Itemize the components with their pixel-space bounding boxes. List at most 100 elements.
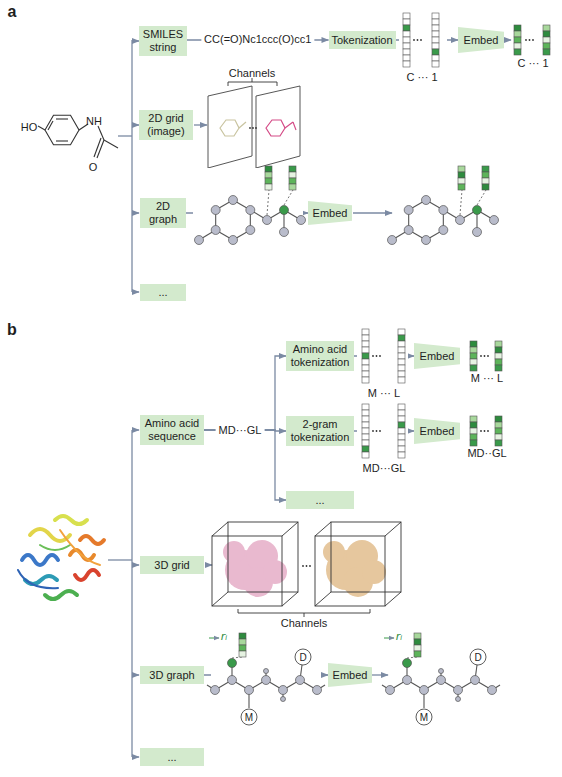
process-box: 2D grid (image) [139,110,193,140]
molecule-drawing [38,115,118,158]
vector-cell [362,416,369,422]
vector-cell [514,31,521,37]
atom-node [229,196,238,205]
annotation-label: C ··· 1 [406,71,437,83]
vector-cell [432,25,439,31]
vector-cell [398,428,405,434]
vector-cell [398,335,405,341]
atom-node [280,228,289,237]
edge-label: CC(=O)Nc1ccc(O)cc1 [201,33,314,46]
vector-arrow [209,638,219,639]
vector-cell [482,166,489,172]
node-text: 2D graph [142,200,184,225]
mask-rect [399,8,447,74]
embed-trapezoid: Embed [328,663,372,687]
vector-cell [362,329,369,335]
node-text: Amino acid tokenization [288,343,352,368]
vector-cell [265,166,272,172]
atom-node [296,676,305,685]
vector-cell [398,359,405,365]
node-text: 3D grid [154,559,189,572]
panel-letter: b [7,321,17,339]
trapezoid-fill [414,418,460,444]
node-text: Tokenization [331,34,392,47]
node-text: ... [158,286,167,299]
node-text: Amino acid sequence [142,417,202,442]
embed-trapezoid: Embed [308,201,352,225]
residue-circle [470,649,486,665]
atom-node [437,676,446,685]
vector-cell [289,178,296,184]
vector-cell [362,371,369,377]
vector-cell [362,377,369,383]
dashed-leader [267,190,269,215]
vector-cell [495,365,502,371]
vector-cell [362,440,369,446]
dashed-leader [477,190,486,205]
ellipsis-dot [417,39,419,41]
ellipsis-dot [379,355,381,357]
vector-cell [495,422,502,428]
vector-cell [470,347,477,353]
atom-node [473,206,482,215]
vector-cell [432,13,439,19]
vector-cell [470,434,477,440]
image-channels [208,78,300,168]
vector-cell [398,404,405,410]
ellipsis-dot [372,355,374,357]
vector-cell [398,440,405,446]
atom-node [211,226,220,235]
process-box: ... [140,284,186,301]
atom-node [228,659,237,668]
vector-cell [239,651,246,657]
vector-cell [514,37,521,43]
vector-cell [265,178,272,184]
vector-cell [398,446,405,452]
atom-node [473,228,482,237]
annotation-label: NH [86,115,102,127]
atom-node [456,216,465,225]
atom-node [404,206,413,215]
atom-node [386,686,395,695]
vector-cell [398,341,405,347]
vector-cell [543,31,550,37]
ellipsis-dot [480,355,482,357]
vector-cell [398,410,405,416]
process-box: Amino acid sequence [140,415,204,445]
atom-node [471,676,480,685]
vector-cell [398,377,405,383]
vector-cell [470,428,477,434]
vector-cell [470,440,477,446]
ellipsis-dot [413,39,415,41]
vector-cell [403,37,410,43]
vector-cell [414,651,421,657]
atom-node [454,686,463,695]
ellipsis-dot [487,355,489,357]
ellipsis-dot [420,39,422,41]
atom-node [263,216,272,225]
ellipsis-dot [480,430,482,432]
process-box: Tokenization [329,31,396,49]
vector-cell [398,371,405,377]
vector-cell [495,440,502,446]
vector-cell [495,416,502,422]
process-box: ... [286,491,354,509]
vector-cell [362,404,369,410]
node-text: Embed [333,669,368,682]
vector-cell [362,335,369,341]
trunk-lines [108,40,511,757]
ellipsis-dot [484,430,486,432]
node-text: 2-gram tokenization [288,418,352,443]
residue-circle [241,709,257,725]
vector-cell [414,639,421,645]
vector-cell [289,172,296,178]
atom-node [228,676,237,685]
annotation-label: M ··· L [368,387,400,399]
grid-cubes [212,522,401,617]
vector-cell [458,166,465,172]
node-text: Embed [420,350,455,363]
vector-cell [403,25,410,31]
atom-node [403,676,412,685]
vector-cell [362,359,369,365]
atom-node [439,669,444,674]
